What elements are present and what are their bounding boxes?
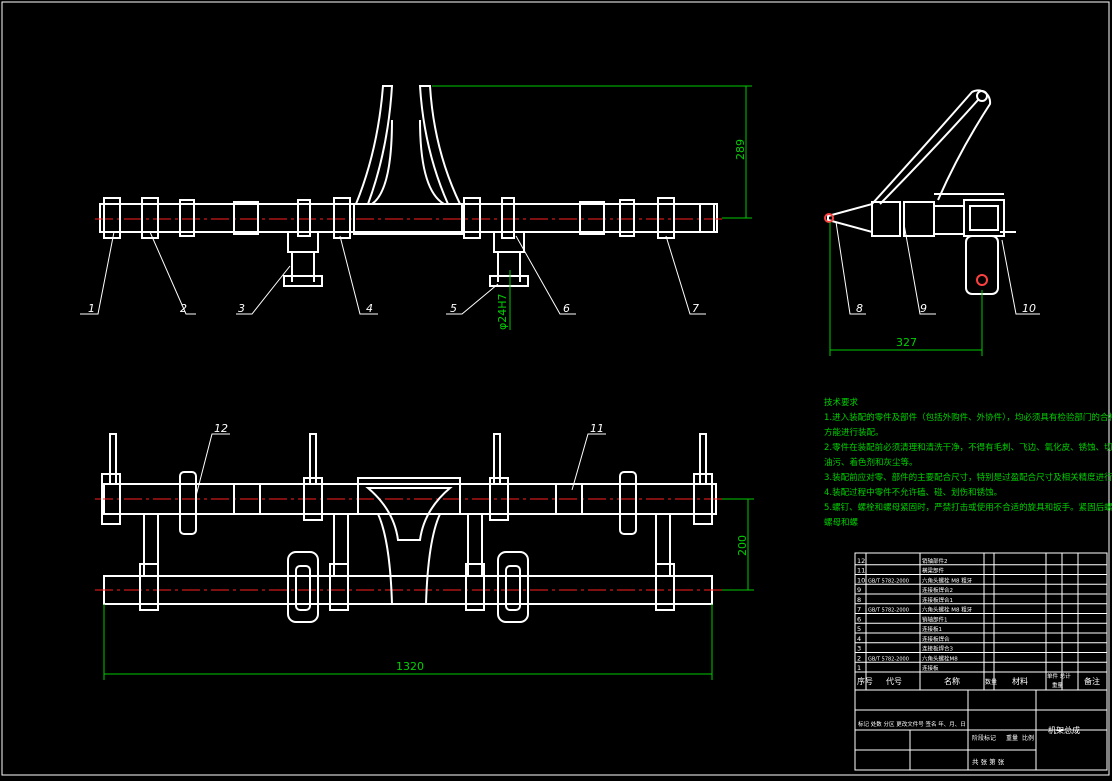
side-view: 327 8 9 10 bbox=[824, 89, 1040, 356]
tech-line-6: 5.螺钉、螺栓和螺母紧固时，严禁打击或使用不合适的旋具和扳手。紧固后螺钉槽、 bbox=[824, 502, 1112, 513]
tb-header-weight: 单件 总计 bbox=[1047, 672, 1071, 680]
tech-title: 技术要求 bbox=[824, 397, 859, 408]
tb-header-material: 材料 bbox=[1012, 676, 1028, 686]
dim-1320-text: 1320 bbox=[396, 660, 424, 673]
tb-row-no: 12 bbox=[857, 557, 865, 565]
tb-row-name: 连接板焊合2 bbox=[922, 586, 953, 594]
tb-row-name: 销轴部件1 bbox=[922, 615, 948, 623]
tb-row-name: 连接板1 bbox=[922, 625, 942, 633]
tb-row-name: 六角头螺栓 M8 粗牙 bbox=[922, 576, 973, 584]
top-center-casting bbox=[357, 477, 461, 605]
part-label-3: 3 bbox=[238, 302, 245, 315]
tb-row-name: 六角头螺栓 M8 粗牙 bbox=[922, 606, 973, 614]
front-view: 289 φ24H7 1 2 3 4 5 6 7 bbox=[80, 85, 752, 330]
side-leaders: 8 9 10 bbox=[835, 221, 1040, 315]
tb-row-no: 6 bbox=[857, 615, 861, 623]
tb-row-no: 7 bbox=[857, 606, 861, 614]
part-label-8: 8 bbox=[856, 302, 863, 315]
top-lower-clamps bbox=[139, 551, 675, 623]
tb-row-name: 六角头螺栓M8 bbox=[922, 654, 958, 662]
tb-stage-label: 阶段标记 bbox=[972, 734, 996, 742]
tb-row-no: 10 bbox=[857, 576, 865, 584]
tech-requirements: 技术要求 1.进入装配的零件及部件（包括外购件、外协件），均必须具有检验部门的合… bbox=[824, 397, 1112, 528]
dim-289-text: 289 bbox=[734, 139, 747, 160]
part-label-5: 5 bbox=[450, 302, 457, 315]
tech-line-4: 3.装配前应对零、部件的主要配合尺寸，特别是过盈配合尺寸及相关精度进行复查。 bbox=[824, 472, 1112, 483]
part-label-6: 6 bbox=[563, 302, 570, 315]
tech-line-1: 方能进行装配。 bbox=[824, 427, 884, 438]
dim-pin: φ24H7 bbox=[496, 270, 511, 330]
tech-line-0: 1.进入装配的零件及部件（包括外购件、外协件），均必须具有检验部门的合格证 bbox=[824, 412, 1112, 423]
tb-header-name: 名称 bbox=[944, 676, 960, 686]
tb-main-title: 机架总成 bbox=[1048, 725, 1080, 735]
dim-289: 289 bbox=[432, 85, 752, 219]
tb-sign-row: 标记 处数 分区 更改文件号 签名 年、月、日 bbox=[858, 720, 966, 728]
tb-weight-label: 重量 bbox=[1006, 734, 1018, 742]
tb-row-name: 连接板 bbox=[922, 664, 939, 672]
tb-row-no: 4 bbox=[857, 635, 861, 643]
top-leaders: 12 11 bbox=[195, 422, 606, 497]
tech-line-7: 螺母和螺 bbox=[824, 517, 859, 528]
tech-line-5: 4.装配过程中零件不允许磕、碰、划伤和锈蚀。 bbox=[824, 487, 1002, 498]
part-label-2: 2 bbox=[180, 302, 187, 315]
front-beam-clamps bbox=[103, 197, 715, 239]
dim-pin-text: φ24H7 bbox=[496, 293, 509, 330]
part-label-1: 1 bbox=[88, 302, 95, 315]
tb-row-no: 11 bbox=[857, 567, 865, 575]
top-view: 200 1320 12 11 bbox=[95, 422, 754, 680]
front-tower bbox=[354, 85, 394, 205]
tb-header-qty: 数量 bbox=[985, 678, 997, 686]
tb-header-code: 代号 bbox=[886, 676, 902, 686]
tb-row-name: 连接板焊合3 bbox=[922, 645, 954, 653]
dim-200-text: 200 bbox=[736, 535, 749, 556]
front-leaders: 1 2 3 4 5 6 7 bbox=[80, 231, 706, 315]
dim-1320: 1320 bbox=[103, 604, 713, 680]
tb-header-mass: 重量 bbox=[1052, 681, 1064, 689]
top-clamps bbox=[101, 471, 713, 535]
tb-header-no: 序号 bbox=[857, 676, 873, 686]
tb-row-no: 5 bbox=[857, 625, 861, 633]
tb-row-name: 销轴部件2 bbox=[922, 557, 948, 565]
tb-row-name: 连接板焊合1 bbox=[922, 596, 953, 604]
front-bracket-5 bbox=[489, 231, 529, 287]
dim-200: 200 bbox=[722, 498, 754, 591]
tech-line-3: 油污、着色剂和灰尘等。 bbox=[824, 457, 918, 468]
part-label-4: 4 bbox=[366, 302, 373, 315]
dim-327-text: 327 bbox=[896, 336, 917, 349]
front-bracket-3 bbox=[283, 231, 323, 287]
tb-row-no: 1 bbox=[857, 664, 861, 672]
tb-header-remark: 备注 bbox=[1084, 676, 1100, 686]
tb-row-code: GB/T 5782-2000 bbox=[868, 578, 909, 584]
dim-327: 327 bbox=[829, 222, 983, 356]
part-label-9: 9 bbox=[920, 302, 927, 315]
part-label-7: 7 bbox=[692, 302, 699, 315]
top-pins bbox=[109, 433, 707, 485]
part-label-12: 12 bbox=[214, 422, 228, 435]
top-arms bbox=[143, 513, 671, 577]
tech-line-2: 2.零件在装配前必须清理和清洗干净，不得有毛刺、飞边、氧化皮、锈蚀、切屑、 bbox=[824, 442, 1112, 453]
part-label-11: 11 bbox=[590, 422, 604, 435]
tb-row-no: 3 bbox=[857, 645, 861, 653]
tb-row-no: 2 bbox=[857, 654, 861, 662]
part-label-10: 10 bbox=[1022, 302, 1036, 315]
front-main-beam bbox=[99, 203, 718, 233]
tb-bottom-row: 共 张 第 张 bbox=[972, 757, 1005, 766]
tb-row-code: GB/T 5782-2000 bbox=[868, 608, 909, 614]
tb-row-no: 9 bbox=[857, 586, 861, 594]
tb-row-name: 连接板焊合 bbox=[922, 635, 950, 643]
tb-row-code: GB/T 5782-2000 bbox=[868, 656, 909, 662]
tb-row-no: 8 bbox=[857, 596, 861, 604]
tb-row-name: 横梁部件 bbox=[922, 567, 945, 575]
tb-scale-label: 比例 bbox=[1022, 734, 1034, 742]
